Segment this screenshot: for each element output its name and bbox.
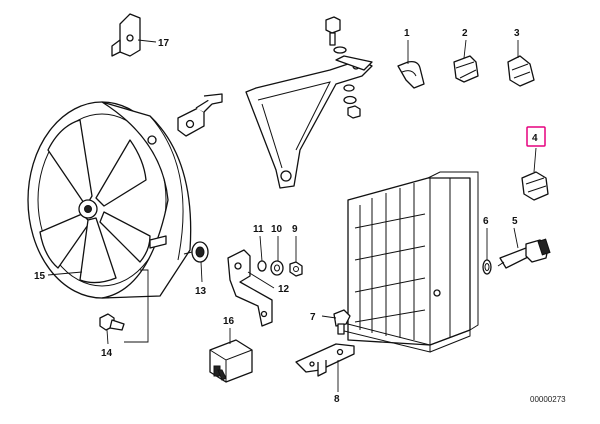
upper-fan-bracket [177, 93, 223, 137]
callout-14: 14 [101, 348, 113, 359]
callout-11: 11 [253, 224, 264, 235]
callout-1: 1 [404, 28, 410, 39]
callout-8: 8 [334, 394, 340, 405]
callout-15: 15 [34, 271, 46, 282]
callout-6: 6 [483, 216, 489, 227]
screw-14 [99, 313, 125, 331]
radiator [339, 171, 479, 353]
callout-13: 13 [195, 286, 207, 297]
mounting-bracket [245, 55, 373, 189]
sealing-washer [482, 259, 492, 275]
relay-16 [209, 339, 253, 383]
temperature-sensor [497, 238, 551, 269]
clip-1 [397, 60, 425, 89]
clip-3 [507, 55, 535, 87]
bolt-and-nuts [325, 16, 361, 119]
rubber-mount [183, 241, 209, 263]
clip-4 [521, 171, 549, 201]
callout-7: 7 [310, 312, 316, 323]
clip-2 [453, 55, 479, 83]
bracket-8 [295, 343, 355, 377]
bracket-17 [111, 13, 141, 57]
highlight-frame [526, 126, 546, 147]
callout-3: 3 [514, 28, 520, 39]
leader-lines [47, 39, 537, 392]
washer-11 [257, 260, 267, 272]
callout-10: 10 [271, 224, 283, 235]
fan-assembly [27, 101, 192, 299]
nut-9 [289, 261, 303, 277]
callout-2: 2 [462, 28, 468, 39]
callout-17: 17 [158, 38, 170, 49]
bracket-12 [227, 249, 273, 327]
callout-4: 4 [532, 133, 538, 144]
diagram-number: 00000273 [530, 395, 566, 404]
bolt-7 [333, 309, 351, 335]
callout-12: 12 [278, 284, 290, 295]
washer-10 [270, 260, 284, 276]
callout-16: 16 [223, 316, 235, 327]
callout-5: 5 [512, 216, 518, 227]
callout-9: 9 [292, 224, 298, 235]
